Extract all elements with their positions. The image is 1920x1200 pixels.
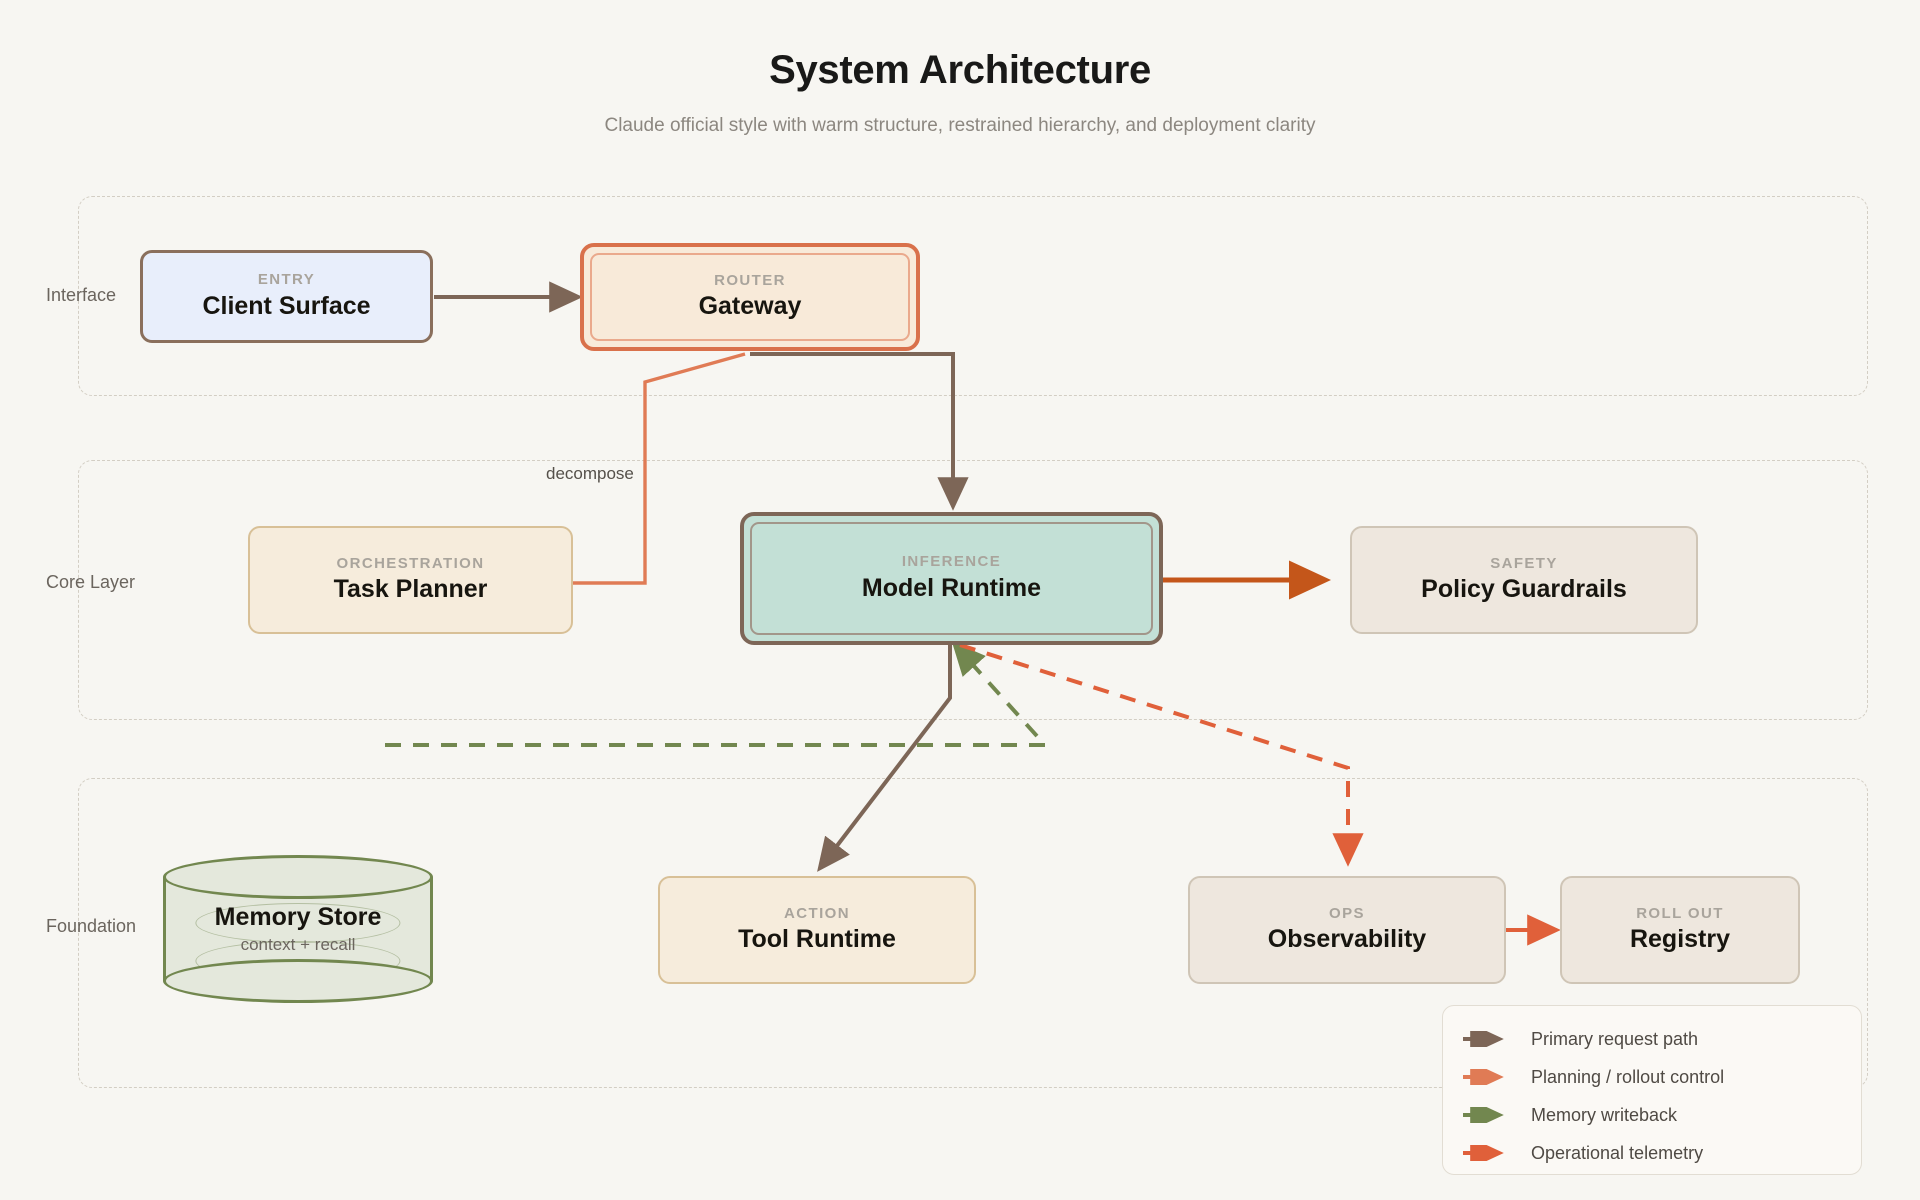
node-label: Memory Store <box>214 902 382 931</box>
node-kicker: OPS <box>1329 904 1365 922</box>
node-label: Model Runtime <box>861 573 1042 602</box>
edge-label-decompose: decompose <box>546 464 634 483</box>
legend-swatch-primary-request-path <box>1463 1031 1504 1047</box>
node-kicker: ROLL OUT <box>1636 904 1724 922</box>
legend-item: Operational telemetry <box>1461 1134 1839 1172</box>
lane-interface <box>78 196 1868 396</box>
legend-swatch-planning-rollout-control <box>1463 1069 1504 1085</box>
edge-gateway-to-planner <box>570 352 746 585</box>
node-task-planner[interactable]: ORCHESTRATION Task Planner <box>248 526 573 634</box>
node-kicker: ORCHESTRATION <box>336 554 485 572</box>
edge-gateway-to-runtime <box>750 352 969 511</box>
page-title: System Architecture <box>769 48 1151 92</box>
edge-memory-writeback <box>385 641 1050 747</box>
edge-runtime-to-observability <box>959 643 1364 867</box>
legend-label: Memory writeback <box>1531 1104 1678 1125</box>
node-label: Policy Guardrails <box>1421 575 1627 604</box>
legend-label: Primary request path <box>1531 1028 1699 1049</box>
node-tool-runtime[interactable]: ACTION Tool Runtime <box>658 876 976 984</box>
node-kicker: INFERENCE <box>901 553 1002 571</box>
node-label: Task Planner <box>333 575 488 604</box>
node-kicker: ACTION <box>784 904 850 922</box>
node-memory-store[interactable]: Memory Store context + recall <box>163 855 433 1003</box>
lane-label-core: Core Layer <box>46 572 136 592</box>
lane-foundation <box>78 778 1868 1088</box>
node-label: Observability <box>1267 925 1427 954</box>
legend-item: Primary request path <box>1461 1020 1839 1058</box>
node-label: Gateway <box>698 292 802 321</box>
edge-runtime-to-tool <box>817 642 952 872</box>
legend-swatch-memory-writeback <box>1463 1107 1504 1123</box>
node-registry[interactable]: ROLL OUT Registry <box>1560 876 1800 984</box>
page-subtitle: Claude official style with warm structur… <box>604 115 1316 136</box>
node-kicker: ROUTER <box>714 271 786 289</box>
lane-core <box>78 460 1868 720</box>
legend-label: Planning / rollout control <box>1531 1066 1725 1087</box>
node-observability[interactable]: OPS Observability <box>1188 876 1506 984</box>
cylinder-bottom-ellipse <box>163 959 433 1003</box>
legend-swatch-operational-telemetry <box>1463 1145 1504 1161</box>
node-kicker: SAFETY <box>1490 554 1558 572</box>
lane-label-foundation: Foundation <box>46 916 137 936</box>
node-model-runtime[interactable]: INFERENCE Model Runtime <box>740 512 1163 645</box>
legend-item: Planning / rollout control <box>1461 1058 1839 1096</box>
node-label: Client Surface <box>202 291 371 320</box>
legend-label: Operational telemetry <box>1531 1142 1704 1163</box>
lane-label-interface: Interface <box>46 285 117 305</box>
node-label: Registry <box>1629 925 1731 954</box>
node-policy-guardrails[interactable]: SAFETY Policy Guardrails <box>1350 526 1698 634</box>
node-label: Tool Runtime <box>738 925 896 954</box>
cylinder-top-ellipse <box>163 855 433 899</box>
node-kicker: ENTRY <box>257 271 316 289</box>
node-client-surface[interactable]: ENTRY Client Surface <box>140 250 433 343</box>
node-gateway[interactable]: ROUTER Gateway <box>580 243 920 351</box>
legend: Primary request path Planning / rollout … <box>1442 1005 1862 1175</box>
legend-item: Memory writeback <box>1461 1096 1839 1134</box>
node-sublabel: context + recall <box>240 935 356 955</box>
